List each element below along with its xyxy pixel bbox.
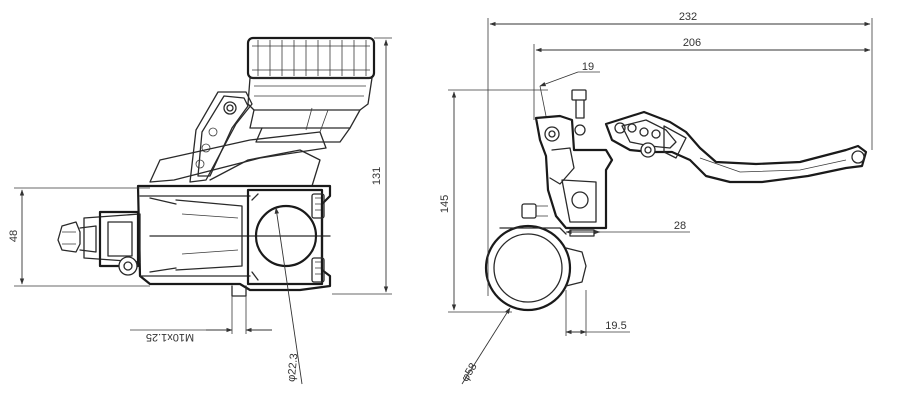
dim-232-label: 232 — [679, 11, 697, 23]
dim-thread — [130, 296, 272, 334]
round-reservoir — [484, 224, 587, 312]
dim-232 — [487, 18, 873, 296]
dim-131-label: 131 — [371, 167, 383, 185]
dim-bar-diameter — [274, 207, 303, 385]
bar-diameter-label: φ22.3 — [286, 353, 301, 383]
dim-145-label: 145 — [439, 195, 451, 213]
dim-48-label: 48 — [8, 230, 20, 242]
dim-48 — [14, 187, 150, 287]
reservoir-body — [247, 77, 373, 143]
handlebar-clamp — [246, 188, 325, 286]
dim-131 — [332, 37, 392, 295]
reservoir-cap — [246, 36, 376, 80]
right-view: 232 206 19 145 28 — [439, 11, 873, 385]
dim-145 — [448, 89, 548, 313]
banjo-fitting — [57, 197, 177, 276]
dim-206 — [533, 44, 871, 120]
feed-line — [149, 107, 329, 187]
top-screw — [571, 89, 587, 119]
threaded-port — [231, 285, 247, 297]
dim-19-label: 19 — [582, 61, 594, 73]
dim-19 — [539, 71, 600, 117]
dim-28-label: 28 — [674, 220, 686, 232]
reservoir-diameter-label: φ58 — [459, 361, 479, 384]
dim-19-5 — [565, 290, 630, 336]
left-view: 131 48 M10x1.25 φ22.3 — [8, 36, 392, 385]
thread-label: M10x1.25 — [146, 331, 194, 343]
dim-19-5-label: 19.5 — [605, 320, 626, 332]
lever — [604, 110, 868, 184]
dim-reservoir-diameter — [461, 307, 511, 385]
cylinder-body — [136, 184, 332, 292]
reservoir-bracket — [189, 91, 253, 183]
lever-body — [521, 114, 614, 237]
dim-206-label: 206 — [683, 37, 701, 49]
